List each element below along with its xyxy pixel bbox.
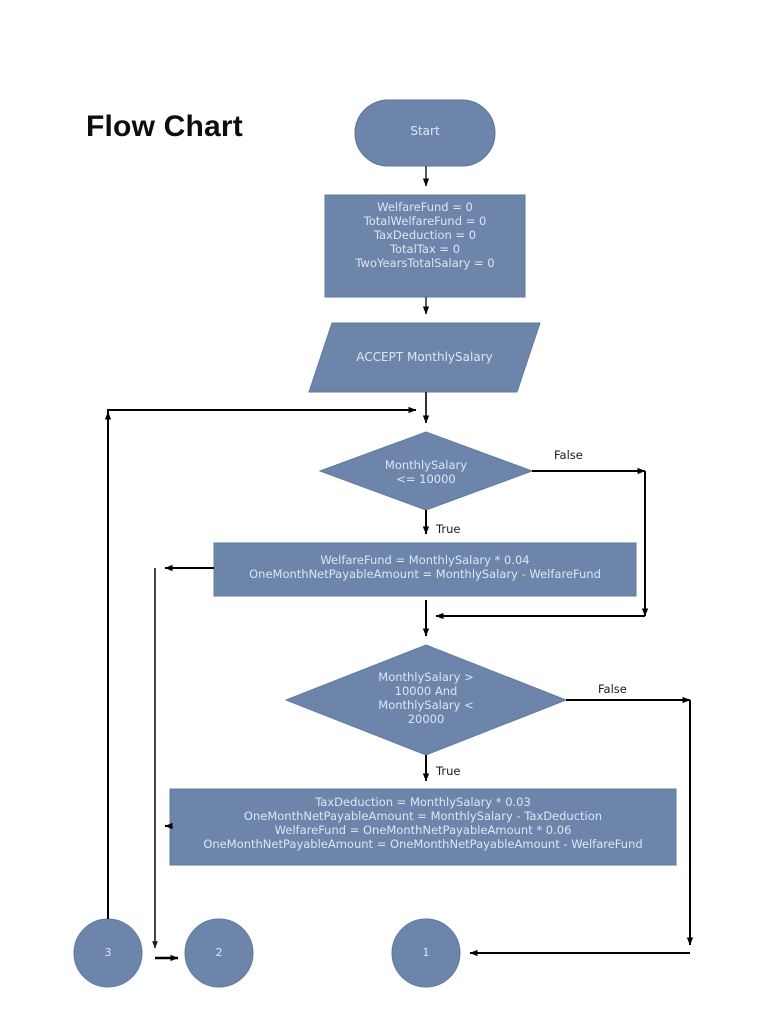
edge-label-decision1-false: False (554, 448, 583, 462)
node-connector-2[interactable] (184, 918, 254, 988)
edge-label-decision1-true: True (436, 522, 461, 536)
edge-label-decision2-true: True (436, 764, 461, 778)
node-decision-1[interactable] (318, 431, 534, 511)
node-connector-3[interactable] (73, 918, 143, 988)
edge-connector3-loopback (107, 406, 417, 919)
node-decision-2[interactable] (284, 644, 568, 756)
node-init[interactable] (324, 194, 526, 298)
node-input-salary[interactable] (308, 322, 541, 393)
node-process-2[interactable] (169, 788, 677, 866)
node-connector-1[interactable] (391, 918, 461, 988)
page-title: Flow Chart (86, 110, 243, 143)
edge-label-decision2-false: False (598, 682, 627, 696)
node-process-1[interactable] (213, 542, 637, 597)
node-start[interactable] (354, 99, 496, 167)
